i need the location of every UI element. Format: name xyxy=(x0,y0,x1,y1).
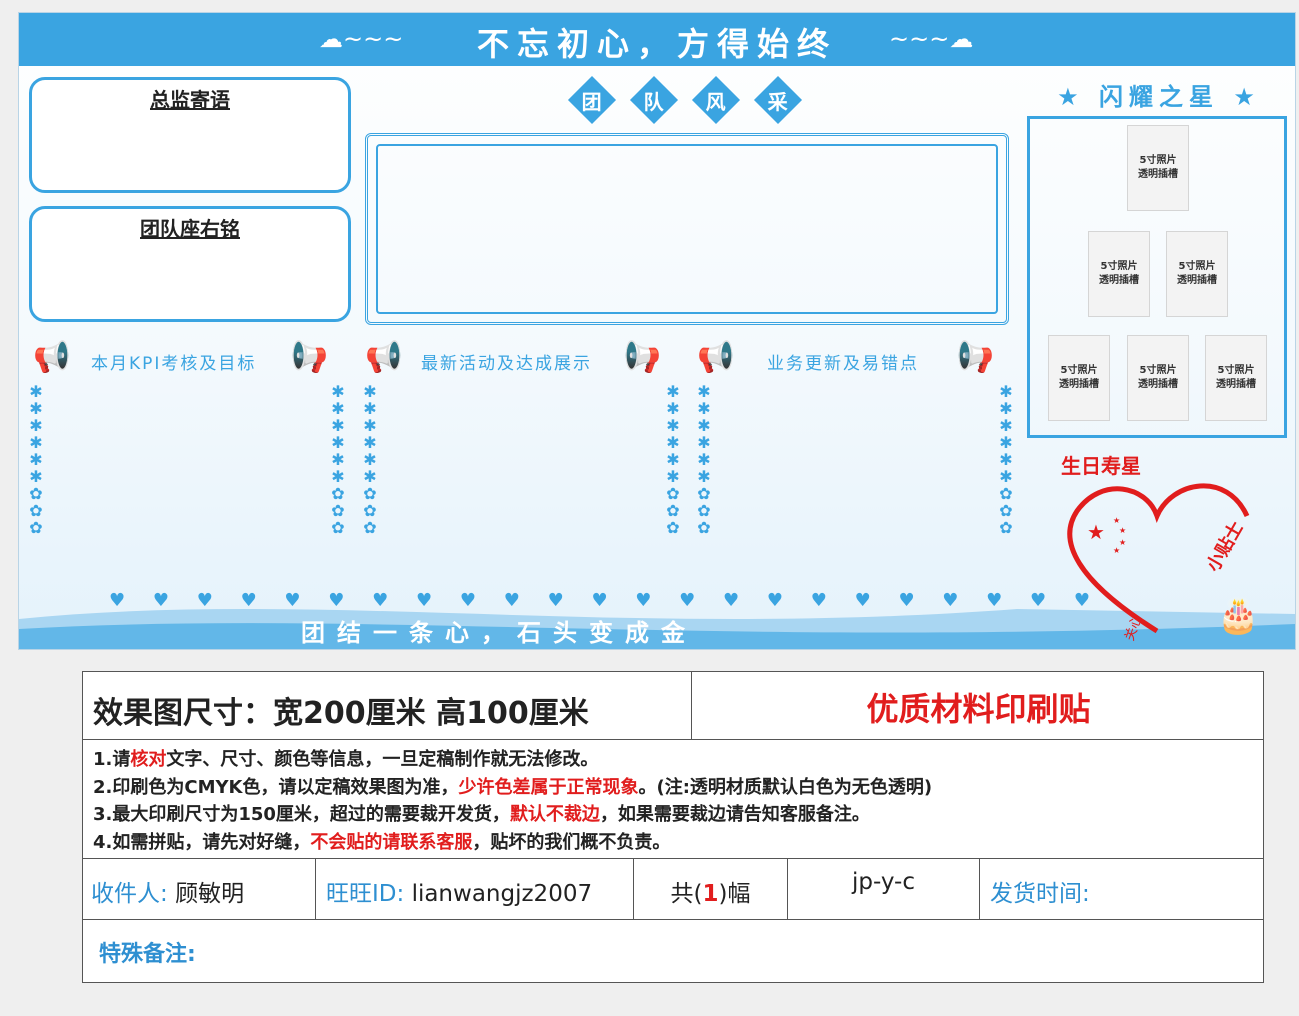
size-text: 效果图尺寸：宽200厘米 高100厘米 xyxy=(93,696,589,731)
megaphone-icon: 📢 xyxy=(291,340,329,375)
flower-border-icon: ✱✱✱✱✱✱✿✿✿ xyxy=(331,382,345,537)
team-photo-frame xyxy=(365,133,1009,325)
photo-slot: 5寸照片透明插槽 xyxy=(1166,231,1228,317)
hearts-ornament-icon: ♥ ♥ ♥ ♥ ♥ ♥ ♥ ♥ ♥ ♥ ♥ ♥ ♥ ♥ ♥ ♥ ♥ ♥ ♥ ♥ … xyxy=(109,590,1102,611)
section-kpi-title: 本月KPI考核及目标 xyxy=(91,354,257,374)
stars-title: ★ 闪耀之星 ★ xyxy=(1057,83,1261,111)
quality-text: 优质材料印刷贴 xyxy=(691,672,1265,740)
cloud-ornament-icon: ~~~☁ xyxy=(889,25,974,53)
diamond-badge: 风 xyxy=(691,75,741,125)
diamond-badge: 队 xyxy=(629,75,679,125)
photo-slot: 5寸照片透明插槽 xyxy=(1205,335,1267,421)
motto-title: 团队座右铭 xyxy=(140,217,240,241)
svg-text:★: ★ xyxy=(1087,520,1105,544)
bottom-slogan: 团结一条心，石头变成金 xyxy=(301,619,697,647)
board-preview: ☁~~~ 不忘初心，方得始终 ~~~☁ 总监寄语 团队座右铭 团 队 风 采 📢… xyxy=(18,12,1296,650)
svg-text:★: ★ xyxy=(1113,546,1120,555)
flower-border-icon: ✱✱✱✱✱✱✿✿✿ xyxy=(29,382,43,537)
megaphone-icon: 📢 xyxy=(624,340,662,375)
top-title: 不忘初心，方得始终 xyxy=(476,25,837,63)
section-activity-title: 最新活动及达成展示 xyxy=(421,354,592,374)
code-cell: jp-y-c xyxy=(787,859,979,919)
notes-list: 1.请核对文字、尺寸、颜色等信息，一旦定稿制作就无法修改。 2.印刷色为CMYK… xyxy=(93,746,932,856)
megaphone-icon: 📢 xyxy=(957,340,995,375)
photo-slot: 5寸照片透明插槽 xyxy=(1088,231,1150,317)
flower-border-icon: ✱✱✱✱✱✱✿✿✿ xyxy=(363,382,377,537)
birthday-title: 生日寿星 xyxy=(1061,454,1141,478)
flower-border-icon: ✱✱✱✱✱✱✿✿✿ xyxy=(999,382,1013,537)
cake-icon: 🎂 xyxy=(1217,596,1260,636)
diamond-badge: 团 xyxy=(567,75,617,125)
megaphone-icon: 📢 xyxy=(33,340,71,375)
cloud-ornament-icon: ☁~~~ xyxy=(319,25,404,53)
photo-slot: 5寸照片透明插槽 xyxy=(1048,335,1110,421)
diamond-badge: 采 xyxy=(753,75,803,125)
ship-time-cell: 发货时间: xyxy=(979,859,1265,919)
count-cell: 共(1)幅 xyxy=(633,859,787,919)
recipient-cell: 收件人: 顾敏明 xyxy=(91,881,245,907)
megaphone-icon: 📢 xyxy=(697,340,735,375)
svg-text:★: ★ xyxy=(1119,526,1126,535)
photo-slot: 5寸照片透明插槽 xyxy=(1127,335,1189,421)
wangwang-cell: 旺旺ID: lianwangjz2007 xyxy=(315,859,633,919)
bottom-wave xyxy=(19,609,1295,649)
heart-outline-icon: ★ ★ ★ ★ ★ xyxy=(1067,483,1250,634)
megaphone-icon: 📢 xyxy=(365,340,403,375)
director-panel: 总监寄语 xyxy=(29,77,351,193)
top-banner: ☁~~~ 不忘初心，方得始终 ~~~☁ xyxy=(19,13,1295,66)
stars-photo-frame: 5寸照片透明插槽 5寸照片透明插槽 5寸照片透明插槽 5寸照片透明插槽 5寸照片… xyxy=(1027,116,1287,438)
photo-slot: 5寸照片透明插槽 xyxy=(1127,125,1189,211)
director-title: 总监寄语 xyxy=(150,88,230,112)
special-remarks-label: 特殊备注: xyxy=(99,942,196,967)
note-item: 4.如需拼贴，请先对好缝，不会贴的请联系客服，贴坏的我们概不负责。 xyxy=(93,831,671,853)
note-item: 3.最大印刷尺寸为150厘米，超过的需要裁开发货，默认不裁边，如果需要裁边请告知… xyxy=(93,804,870,825)
flower-border-icon: ✱✱✱✱✱✱✿✿✿ xyxy=(666,382,680,537)
note-item: 2.印刷色为CMYK色，请以定稿效果图为准，少许色差属于正常现象。(注:透明材质… xyxy=(93,776,933,798)
note-item: 1.请核对文字、尺寸、颜色等信息，一旦定稿制作就无法修改。 xyxy=(93,749,599,770)
section-business-title: 业务更新及易错点 xyxy=(767,354,919,374)
svg-text:★: ★ xyxy=(1113,516,1120,525)
order-info-table: 效果图尺寸：宽200厘米 高100厘米 优质材料印刷贴 1.请核对文字、尺寸、颜… xyxy=(82,671,1264,983)
motto-panel: 团队座右铭 xyxy=(29,206,351,322)
svg-text:★: ★ xyxy=(1119,538,1126,547)
flower-border-icon: ✱✱✱✱✱✱✿✿✿ xyxy=(697,382,711,537)
team-style-title: 团 队 风 采 xyxy=(567,75,803,125)
